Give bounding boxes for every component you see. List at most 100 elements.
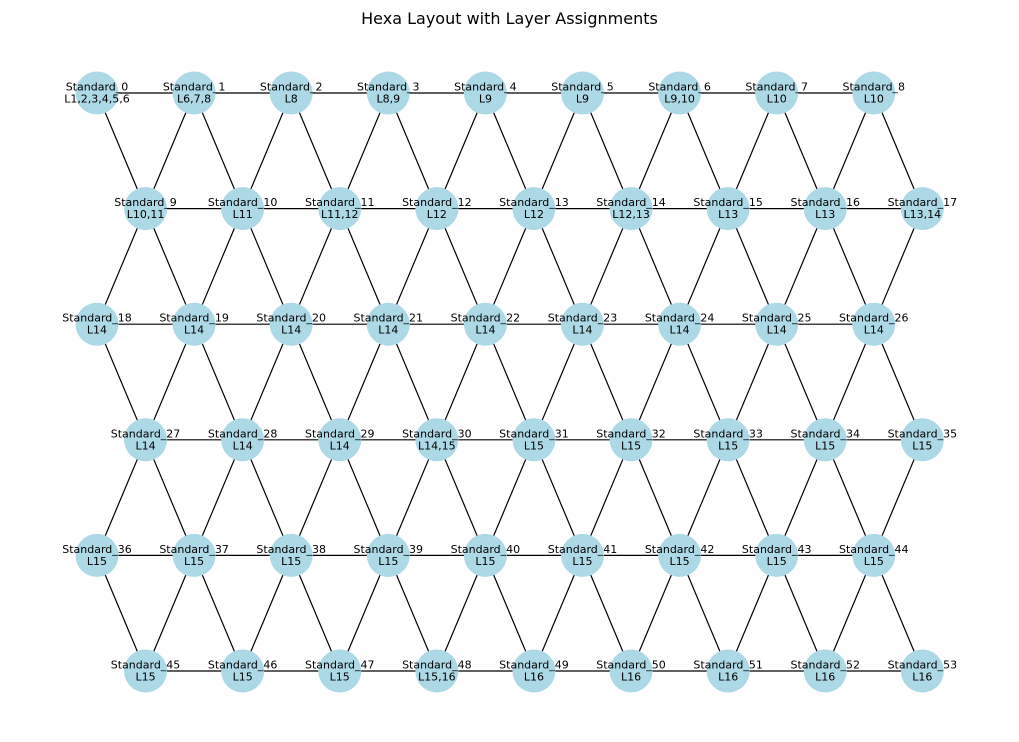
node-circle [221,649,265,693]
node-standard-3: Standard_3L8,9 [357,71,420,115]
node-layer-label: L12,13 [612,208,650,221]
node-standard-6: Standard_6L9,10 [648,71,711,115]
node-circle [75,302,119,346]
node-name-label: Standard_48 [402,659,472,672]
node-name-label: Standard_18 [62,312,132,325]
node-circle [318,187,362,231]
node-circle [318,418,362,462]
node-layer-label: L9 [479,93,492,106]
node-standard-2: Standard_2L8 [260,71,322,115]
node-circle [124,418,168,462]
node-circle [852,533,896,577]
node-standard-5: Standard_5L9 [551,71,614,115]
node-name-label: Standard_49 [499,659,569,672]
node-name-label: Standard_51 [693,659,763,672]
node-name-label: Standard_5 [551,81,614,94]
node-name-label: Standard_11 [305,196,375,209]
node-name-label: Standard_3 [357,81,420,94]
node-layer-label: L14 [670,324,690,337]
node-layer-label: L8,9 [376,93,400,106]
node-layer-label: L16 [912,671,932,684]
node-layer-label: L15 [572,555,592,568]
node-layer: Standard_0L1,2,3,4,5,6Standard_1L6,7,8St… [62,71,958,693]
node-circle [366,302,410,346]
node-circle [463,533,507,577]
node-name-label: Standard_24 [645,312,715,325]
node-name-label: Standard_25 [742,312,812,325]
node-layer-label: L13 [718,208,738,221]
node-circle [852,71,896,115]
node-name-label: Standard_38 [256,543,326,556]
node-circle [124,187,168,231]
node-circle [75,71,119,115]
node-circle [124,649,168,693]
node-name-label: Standard_40 [451,543,521,556]
node-circle [755,302,799,346]
node-circle [172,533,216,577]
node-name-label: Standard_17 [888,196,958,209]
node-name-label: Standard_15 [693,196,763,209]
node-name-label: Standard_34 [790,427,860,440]
node-name-label: Standard_22 [451,312,521,325]
node-layer-label: L12 [427,208,447,221]
node-layer-label: L14 [767,324,787,337]
node-layer-label: L16 [621,671,641,684]
node-name-label: Standard_50 [596,659,666,672]
node-standard-0: Standard_0L1,2,3,4,5,6 [64,71,130,115]
node-circle [900,187,944,231]
node-layer-label: L14 [864,324,884,337]
node-layer-label: L6,7,8 [177,93,211,106]
node-name-label: Standard_31 [499,427,569,440]
node-circle [706,649,750,693]
node-circle [803,418,847,462]
node-name-label: Standard_39 [354,543,424,556]
node-name-label: Standard_1 [163,81,226,94]
node-name-label: Standard_0 [66,81,129,94]
node-layer-label: L13 [815,208,835,221]
node-circle [755,71,799,115]
node-layer-label: L11,12 [321,208,359,221]
node-circle [658,71,702,115]
node-layer-label: L10 [767,93,787,106]
node-circle [803,187,847,231]
node-name-label: Standard_8 [843,81,906,94]
node-layer-label: L14 [135,439,155,452]
node-name-label: Standard_27 [111,427,181,440]
node-name-label: Standard_28 [208,427,278,440]
node-layer-label: L15 [767,555,787,568]
node-circle [415,187,459,231]
node-layer-label: L14 [475,324,495,337]
node-name-label: Standard_36 [62,543,132,556]
node-name-label: Standard_53 [888,659,958,672]
node-layer-label: L15 [184,555,204,568]
node-layer-label: L16 [718,671,738,684]
node-layer-label: L15 [670,555,690,568]
